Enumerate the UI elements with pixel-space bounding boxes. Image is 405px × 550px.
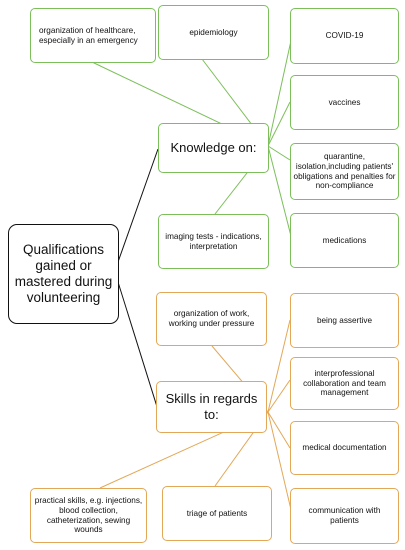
knowledge-item-healthcare: organization of healthcare, especially i… — [30, 8, 156, 63]
skills-label: Skills in regards to: — [165, 391, 258, 422]
knowledge-hub: Knowledge on: — [158, 123, 269, 173]
skills-item-assertive: being assertive — [290, 293, 399, 348]
skills-item-practical: practical skills, e.g. injections, blood… — [30, 488, 147, 543]
edge-root-skills — [117, 281, 159, 411]
knowledge-item-covid: COVID-19 — [290, 8, 399, 64]
edge-k-quarantine — [267, 145, 291, 161]
edge-k-covid — [267, 35, 293, 147]
skills-item-organization: organization of work, working under pres… — [156, 292, 267, 346]
knowledge-label: Knowledge on: — [170, 140, 257, 156]
skills-item-communication: communication with patients — [290, 488, 399, 544]
edge-k-vaccines — [267, 101, 291, 147]
root-label: Qualifications gained or mastered during… — [14, 241, 113, 306]
knowledge-item-vaccines: vaccines — [290, 75, 399, 130]
root-node: Qualifications gained or mastered during… — [8, 224, 119, 324]
skills-item-documentation: medical documentation — [290, 421, 399, 475]
edge-s-communication — [267, 411, 293, 515]
edge-s-documentation — [267, 411, 291, 449]
skills-item-triage: triage of patients — [162, 486, 272, 541]
edge-s-assertive — [267, 319, 291, 413]
knowledge-item-imaging: imaging tests - indications, interpretat… — [158, 214, 269, 269]
skills-hub: Skills in regards to: — [156, 381, 267, 433]
edge-k-medications — [267, 145, 293, 241]
knowledge-item-epidemiology: epidemiology — [158, 5, 269, 60]
knowledge-item-medications: medications — [290, 213, 399, 268]
skills-item-collaboration: interprofessional collaboration and team… — [290, 357, 399, 410]
edge-root-knowledge — [117, 148, 159, 263]
edge-s-collaboration — [267, 379, 291, 413]
knowledge-item-quarantine: quarantine, isolation,including patients… — [290, 143, 399, 200]
